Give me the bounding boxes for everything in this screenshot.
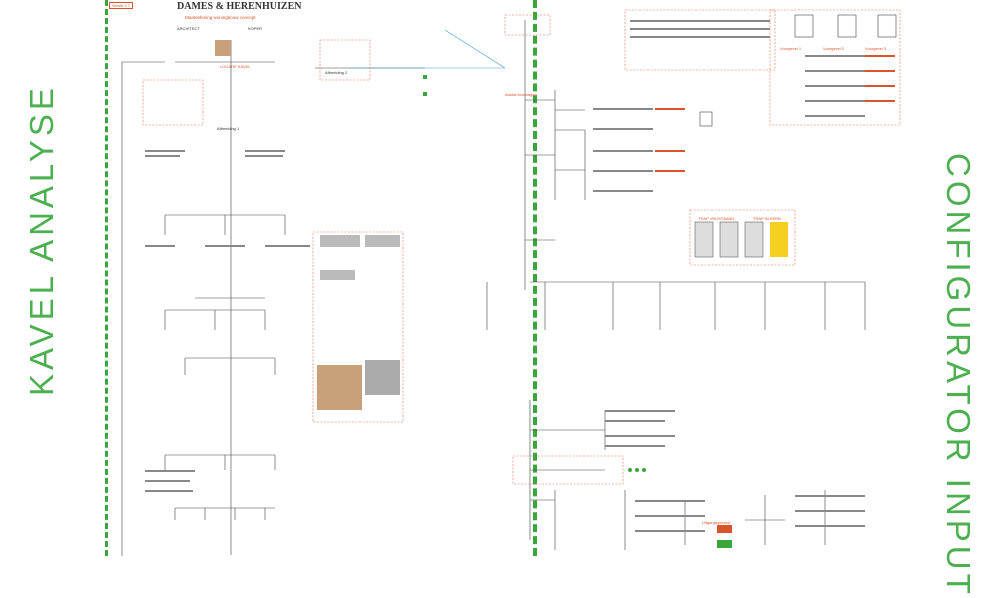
sheet-subtitle: Maatoefening woningbouw concept — [185, 15, 256, 20]
voorgevel-2-label: Voorgevel 2 — [823, 46, 845, 51]
center-dashed-divider — [533, 0, 537, 556]
sheet-title: DAMES & HERENHUIZEN — [177, 1, 302, 12]
flowchart-sheet: Versie 1.7 DAMES & HERENHUIZEN Maatoefen… — [105, 0, 933, 556]
voorgevel-3-label: Voorgevel 3 — [865, 46, 887, 51]
left-dashed-divider — [105, 0, 108, 556]
locatie-kavel-label: LOCATIE KAVEL — [220, 64, 251, 69]
voorgevel-1-label: Voorgevel 1 — [780, 46, 802, 51]
trap-vrijstaand-label: TRAP VRIJSTAAND — [698, 216, 735, 221]
configurator-input-label: CONFIGURATOR INPUT — [940, 153, 977, 598]
afbeelding-2-label: Afbeelding 2 — [325, 70, 348, 75]
version-tag: Versie 1.7 — [109, 2, 133, 9]
bouwlagen-label: Aantal bouwlagen — [505, 92, 537, 97]
koper-label: KOPER — [248, 26, 263, 31]
kavel-analyse-label: KAVEL ANALYSE — [23, 84, 60, 396]
architect-label: ARCHITECT — [177, 26, 200, 31]
flowchart-graphic — [121, 9, 901, 556]
trap-in-kern-label: TRAP IN KERN — [753, 216, 781, 221]
afbeelding-1-label: Afbeelding 1 — [217, 126, 240, 131]
uitgangspunten-label: Uitgangspunten — [702, 520, 731, 525]
